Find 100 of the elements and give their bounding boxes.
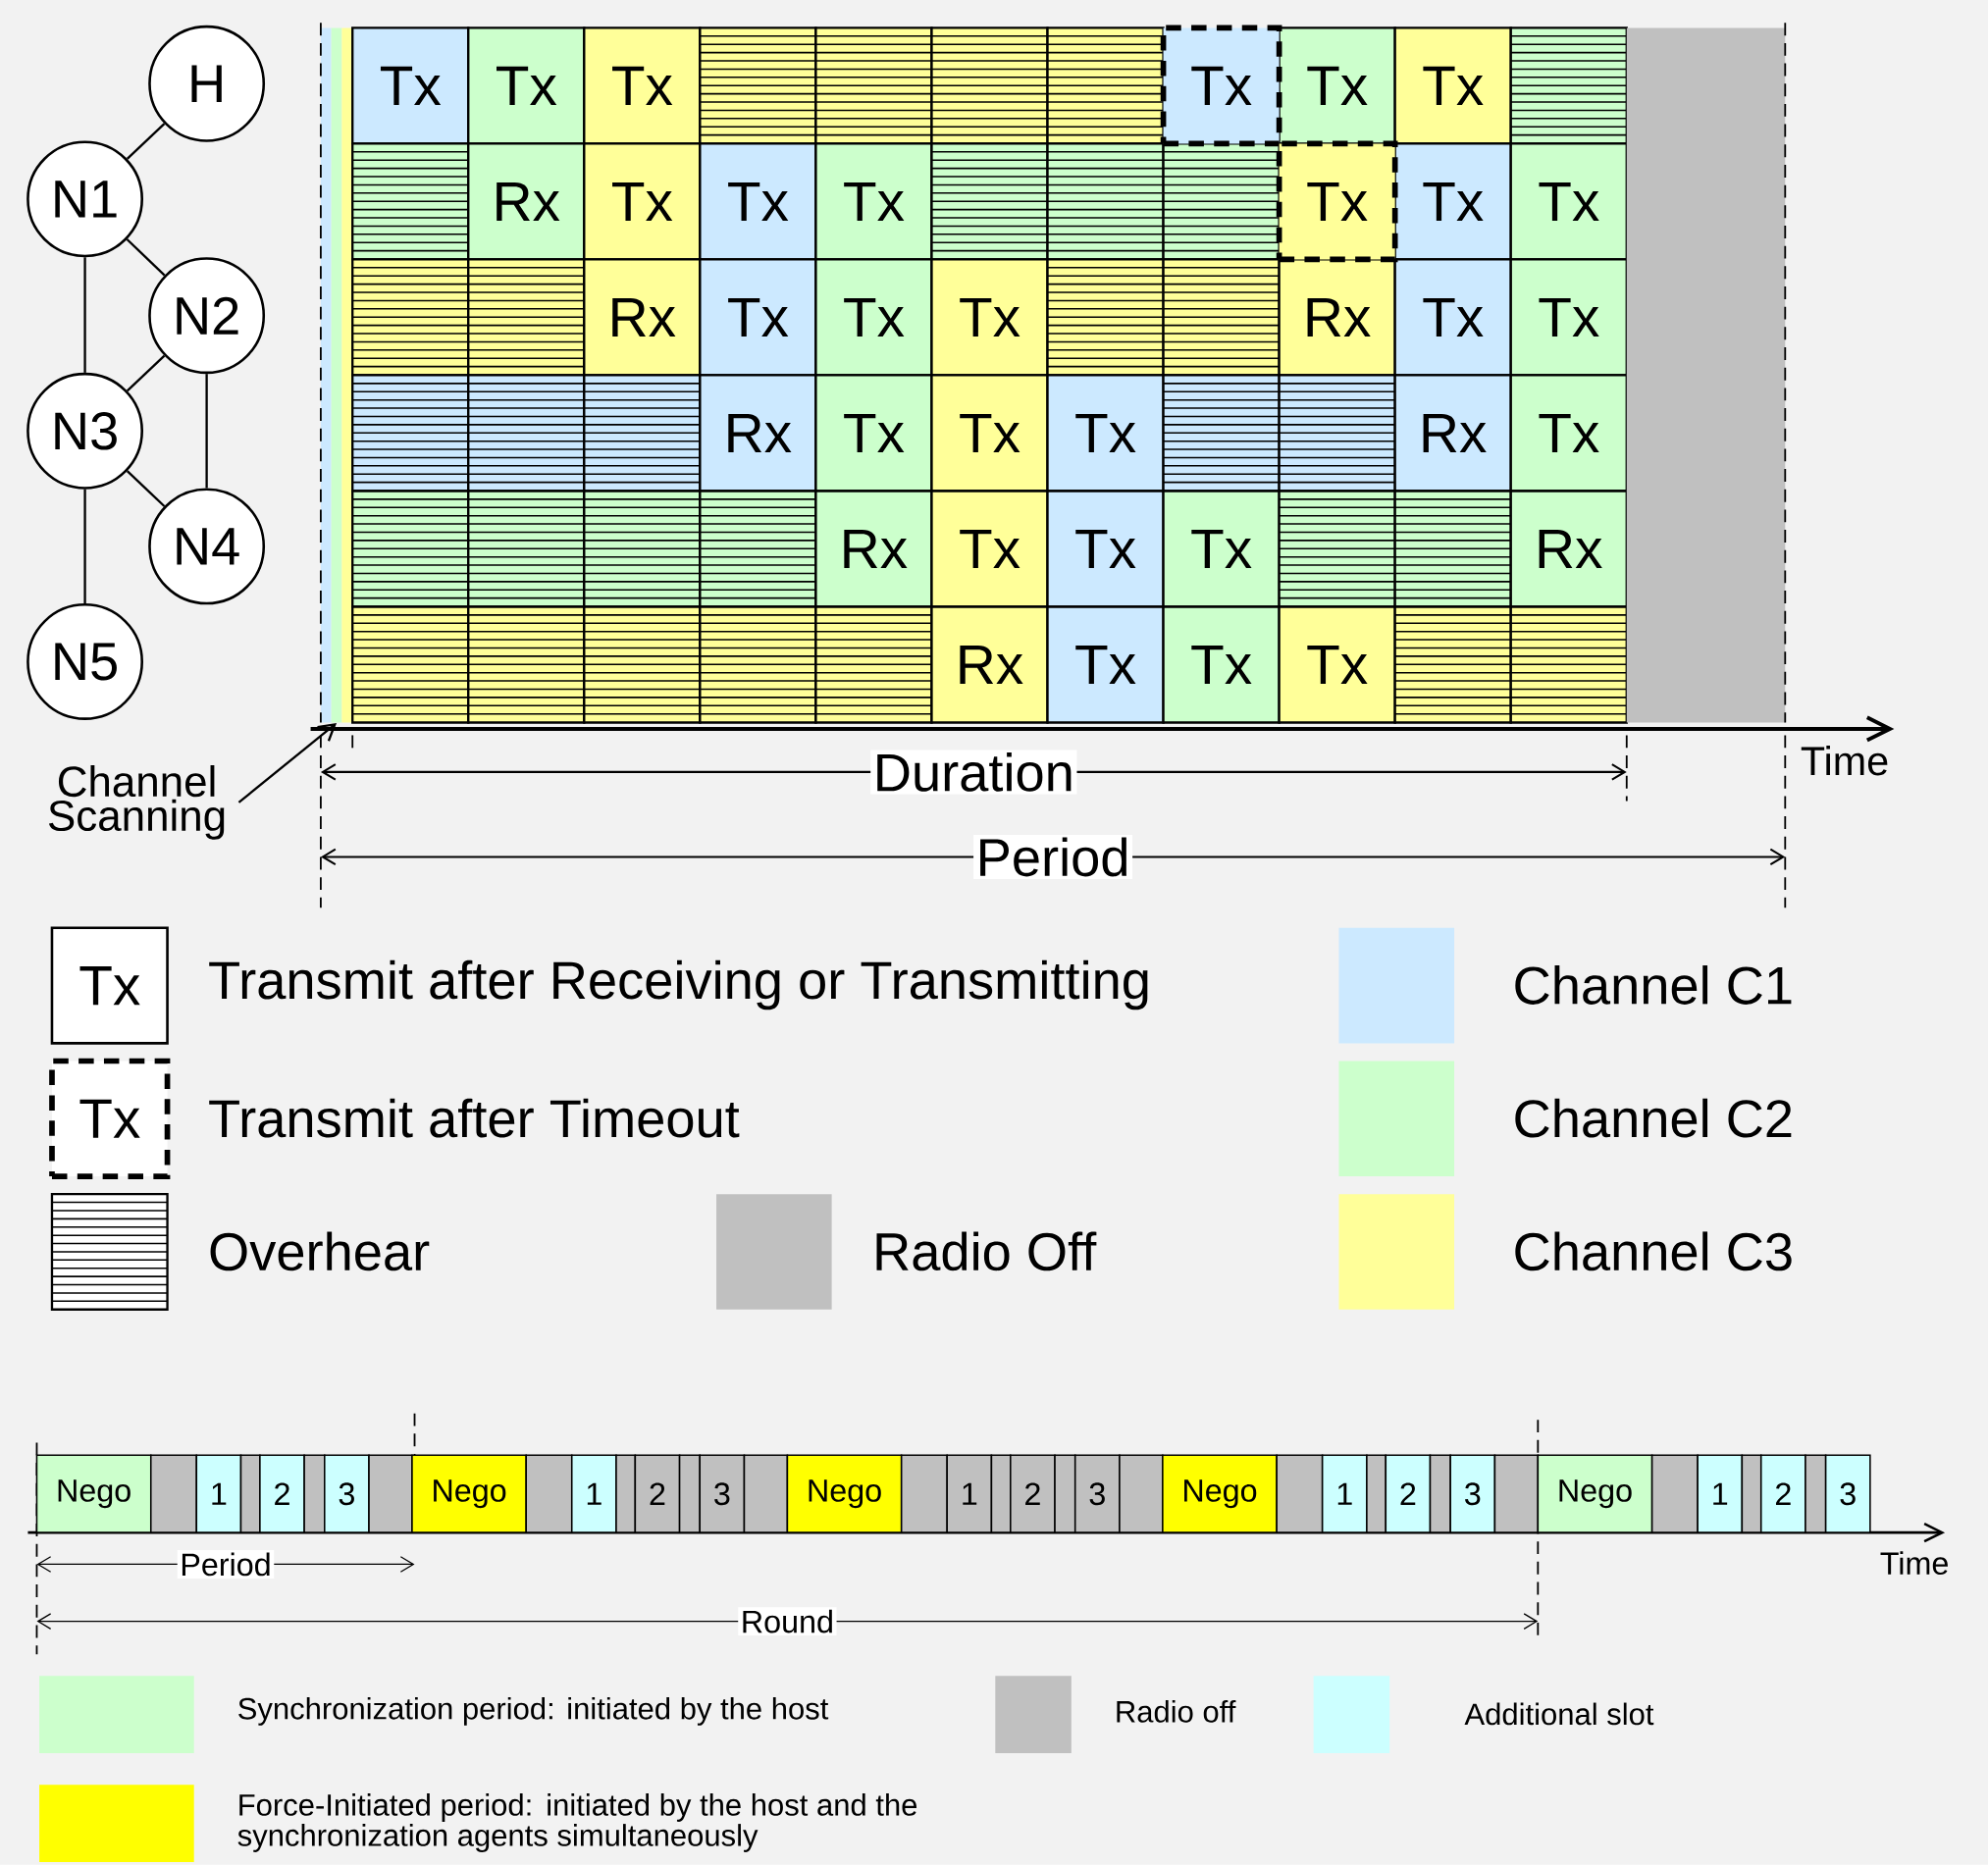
- schedule-cell: Tx: [583, 142, 702, 261]
- radio-off-slot: [900, 1454, 948, 1534]
- overhear-cell: [1162, 258, 1281, 377]
- overhear-cell: [1393, 490, 1512, 608]
- radio-off-slot: [1366, 1454, 1387, 1534]
- schedule-cell: Tx: [1509, 258, 1628, 377]
- radio-off-slot: [150, 1454, 198, 1534]
- schedule-cell: Tx: [1393, 142, 1512, 261]
- overhear-cell: [814, 26, 933, 145]
- overhear-cell: [1278, 374, 1396, 492]
- overhear-cell: [699, 490, 817, 608]
- slot-box: 1: [1697, 1454, 1744, 1534]
- schedule-cell: Rx: [583, 258, 702, 377]
- radio-off-slot: [303, 1454, 326, 1534]
- link-line: [126, 470, 166, 508]
- overhear-cell: [351, 374, 470, 492]
- slot-box: 2: [259, 1454, 305, 1534]
- slot-box: 1: [570, 1454, 617, 1534]
- network-node: N4: [148, 488, 266, 605]
- legend-label: Channel C1: [1515, 965, 1792, 1006]
- nego-slot: Nego: [786, 1454, 903, 1534]
- legend-label: Overhear: [210, 1231, 430, 1271]
- schedule-cell: Tx: [930, 258, 1049, 377]
- channel-scanning-strip: [320, 22, 353, 724]
- schedule-cell: Tx: [930, 374, 1049, 492]
- radio-off-slot: [678, 1454, 702, 1534]
- schedule-cell: Tx: [1393, 26, 1512, 145]
- nego-slot: Nego: [411, 1454, 527, 1534]
- overhear-cell: [467, 258, 586, 377]
- overhear-cell: [583, 490, 702, 608]
- overhear-cell: [1046, 142, 1165, 261]
- overhear-cell: [1509, 605, 1628, 724]
- network-node: N1: [26, 140, 143, 258]
- radio-off-slot: [525, 1454, 573, 1534]
- schedule-cell: Tx: [351, 26, 470, 145]
- schedule-cell: Tx: [1393, 258, 1512, 377]
- overhear-cell: [1046, 258, 1165, 377]
- radio-off-slot: [1650, 1454, 1699, 1534]
- link-line: [83, 257, 86, 374]
- slot-box: 3: [1824, 1454, 1871, 1534]
- slot-box: 3: [1449, 1454, 1496, 1534]
- radio-off-slot: [1429, 1454, 1451, 1534]
- overhear-cell: [1162, 374, 1281, 492]
- dimension-label: Round: [738, 1607, 837, 1636]
- overhear-cell: [930, 26, 1049, 145]
- schedule-cell: Rx: [467, 142, 586, 261]
- schedule-cell: Tx: [1276, 140, 1398, 263]
- radio-off-slot: [1054, 1454, 1076, 1534]
- radio-off-slot: [743, 1454, 789, 1534]
- schedule-cell: Rx: [1509, 490, 1628, 608]
- overhear-cell: [699, 26, 817, 145]
- schedule-cell: Rx: [1393, 374, 1512, 492]
- network-node: N2: [148, 257, 266, 375]
- legend-label: Radio off: [1117, 1700, 1236, 1723]
- schedule-cell: Tx: [1046, 490, 1165, 608]
- schedule-cell: Tx: [1046, 605, 1165, 724]
- slot-box: 2: [1759, 1454, 1806, 1534]
- slot-box: 1: [195, 1454, 242, 1534]
- callout-text: Channel Scanning: [48, 765, 225, 840]
- schedule-cell: Tx: [1162, 605, 1281, 724]
- radio-off-slot: [239, 1454, 261, 1534]
- overhear-cell: [1278, 490, 1396, 608]
- legend-label: Additional slot: [1464, 1702, 1654, 1726]
- overhear-cell: [583, 374, 702, 492]
- link-line: [126, 354, 166, 392]
- schedule-cell: Tx: [699, 142, 817, 261]
- axis-label: Time: [1880, 1551, 1948, 1576]
- overhear-cell: [351, 258, 470, 377]
- slot-box: 2: [1385, 1454, 1432, 1534]
- overhear-cell: [467, 374, 586, 492]
- schedule-cell: Rx: [1278, 258, 1396, 377]
- overhear-cell: [1509, 26, 1628, 145]
- overhear-cell: [930, 142, 1049, 261]
- schedule-cell: Tx: [1160, 25, 1282, 147]
- radio-off-slot: [1493, 1454, 1540, 1534]
- radio-off-slot: [615, 1454, 637, 1534]
- overhear-cell: [351, 142, 470, 261]
- slot-box: 1: [1321, 1454, 1368, 1534]
- schedule-cell: Tx: [1509, 374, 1628, 492]
- schedule-cell: Tx: [1278, 605, 1396, 724]
- network-node: N3: [26, 373, 143, 490]
- legend-sample: Tx: [49, 1058, 171, 1180]
- schedule-cell: Tx: [814, 142, 933, 261]
- link-line: [126, 238, 166, 277]
- legend-sample: Tx: [50, 926, 169, 1045]
- axis-label: Time: [1801, 746, 1888, 776]
- radio-off-slot: [1805, 1454, 1827, 1534]
- schedule-cell: Tx: [1162, 490, 1281, 608]
- overhear-cell: [351, 490, 470, 608]
- nego-slot: Nego: [1162, 1454, 1278, 1534]
- schedule-cell: Rx: [699, 374, 817, 492]
- legend-label: Transmit after Receiving or Transmitting: [209, 959, 1148, 1010]
- overhear-cell: [1162, 142, 1281, 261]
- overhear-cell: [1046, 26, 1165, 145]
- nego-slot: Nego: [1537, 1454, 1653, 1534]
- slot-box: 3: [324, 1454, 370, 1534]
- network-node: N5: [26, 603, 143, 721]
- dimension-label: Period: [177, 1550, 275, 1580]
- legend-label: Force-Initiated period: initiated by the host and the synchronization agents simultaneously: [237, 1793, 917, 1853]
- network-node: H: [148, 26, 266, 142]
